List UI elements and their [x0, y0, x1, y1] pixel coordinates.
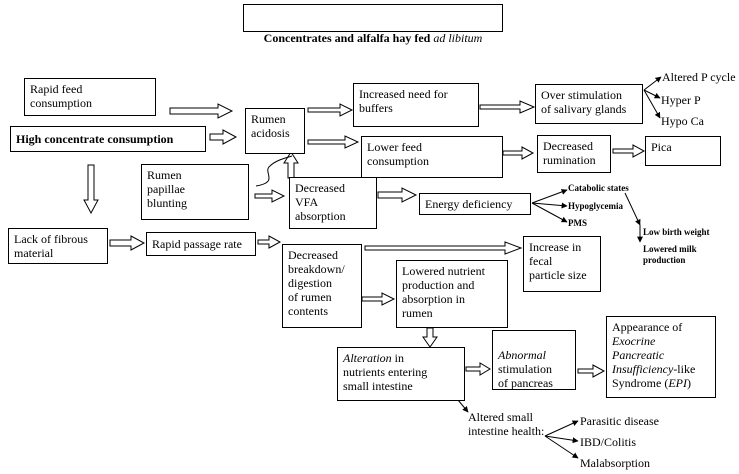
label-ibd-colitis: IBD/Colitis — [580, 435, 637, 449]
line-si-ibd — [544, 435, 579, 444]
arrow-lowered-down-to-alteration — [422, 327, 438, 348]
epi-line-7: EPI — [668, 376, 687, 390]
box-papillae-blunting: Rumen papillae blunting — [141, 164, 249, 220]
label-lowered-milk: Lowered milk production — [643, 244, 697, 265]
label-catabolic-states: Catabolic states — [568, 183, 629, 193]
line-catabolic-lowbirth — [624, 192, 641, 226]
abnormal-italic: Abnormal — [498, 348, 546, 362]
box-abnormal-stimulation: Abnormal stimulation of pancreas — [492, 330, 576, 390]
arrow-high-to-acidosis — [209, 129, 238, 145]
label-pms: PMS — [568, 218, 587, 228]
box-lowered-nutrient: Lowered nutrient production and absorpti… — [396, 260, 508, 328]
line-overstim-hyper-p — [643, 89, 661, 99]
line-overstim-altered-p — [643, 76, 662, 91]
line-energy-pms — [531, 202, 568, 223]
arrow-alteration-to-abnormal — [465, 362, 491, 376]
alteration-italic: Alteration — [343, 351, 392, 365]
label-malabsorption: Malabsorption — [580, 456, 650, 470]
box-rapid-feed: Rapid feed consumption — [24, 78, 156, 116]
arrow-rapid-to-acidosis — [169, 103, 234, 119]
label-altered-small-intestine: Altered small intestine health: — [468, 410, 545, 438]
arrow-acidosis-to-buffers — [307, 103, 354, 117]
label-hyper-p: Hyper P — [661, 93, 701, 107]
box-over-stimulation: Over stimulation of salivary glands — [535, 84, 643, 124]
diagram-title: Concentrates and alfalfa hay fed ad libi… — [243, 4, 503, 45]
abnormal-rest: stimulation of pancreas — [498, 362, 553, 390]
box-energy-deficiency: Energy deficiency — [419, 193, 531, 215]
box-alteration-nutrients: Alteration in nutrients entering small i… — [337, 347, 465, 401]
epi-line-3: Pancreatic — [612, 348, 665, 362]
line-alteration-to-altered-si — [457, 399, 469, 413]
epi-line-5: -like — [673, 362, 696, 376]
box-high-concentrate: High concentrate consumption — [10, 126, 206, 152]
box-lower-feed: Lower feed consumption — [361, 136, 503, 178]
box-decreased-breakdown: Decreased breakdown/ digestion of rumen … — [282, 244, 362, 328]
box-rapid-passage: Rapid passage rate — [146, 232, 256, 256]
epi-line-6: Syndrome ( — [612, 376, 669, 390]
line-overstim-hypo-ca — [643, 89, 661, 119]
label-parasitic-disease: Parasitic disease — [580, 414, 659, 428]
arrow-passage-to-breakdown — [257, 235, 282, 249]
label-altered-p-cycle: Altered P cycle — [662, 70, 736, 84]
epi-line-4: Insufficiency — [612, 362, 674, 376]
box-decreased-rumination: Decreased rumination — [537, 135, 611, 173]
epi-line-8: ) — [686, 376, 691, 390]
arrow-vfa-to-energy — [377, 187, 418, 203]
box-pica: Pica — [645, 136, 721, 166]
epi-line-2: Exocrine — [612, 334, 656, 348]
title-italic: ad libitum — [433, 31, 483, 45]
alteration-rest: in nutrients entering small intestine — [343, 351, 428, 393]
label-low-birth-weight: Low birth weight — [643, 227, 710, 237]
box-lack-fibrous: Lack of fibrous material — [8, 228, 108, 264]
arrow-lack-to-passage — [109, 235, 146, 251]
line-si-parasitic — [544, 420, 579, 437]
arrow-high-down-to-lack — [83, 164, 99, 215]
arrow-lowerfeed-to-rumination — [502, 146, 535, 160]
arrow-breakdown-to-lowered — [361, 292, 396, 306]
line-si-malabsorption — [544, 435, 579, 459]
box-need-buffers: Increased need for buffers — [353, 83, 479, 127]
line-energy-catabolic — [531, 189, 568, 204]
arrow-vfa-up-to-acidosis — [283, 151, 299, 179]
box-rumen-acidosis: Rumen acidosis — [245, 108, 305, 154]
arrow-breakdown-to-fecal — [364, 241, 523, 255]
box-decreased-vfa: Decreased VFA absorption — [289, 177, 377, 229]
curve-papillae-to-acidosis — [255, 155, 293, 187]
arrow-abnormal-to-epi — [577, 364, 606, 378]
title-main: Concentrates and alfalfa hay fed — [263, 31, 434, 45]
arrow-papillae-to-vfa — [254, 189, 286, 203]
line-energy-hypoglycemia — [531, 202, 568, 209]
label-hypoglycemia: Hypoglycemia — [568, 201, 623, 211]
arrow-buffers-to-overstim — [479, 100, 536, 114]
box-increase-fecal: Increase in fecal particle size — [523, 236, 601, 292]
epi-line-1: Appearance of — [612, 320, 683, 334]
label-hypo-ca: Hypo Ca — [661, 114, 704, 128]
box-epi: Appearance of Exocrine Pancreatic Insuff… — [606, 316, 716, 398]
arrow-rumination-to-pica — [612, 144, 646, 158]
arrow-acidosis-to-lowerfeed — [307, 135, 360, 149]
